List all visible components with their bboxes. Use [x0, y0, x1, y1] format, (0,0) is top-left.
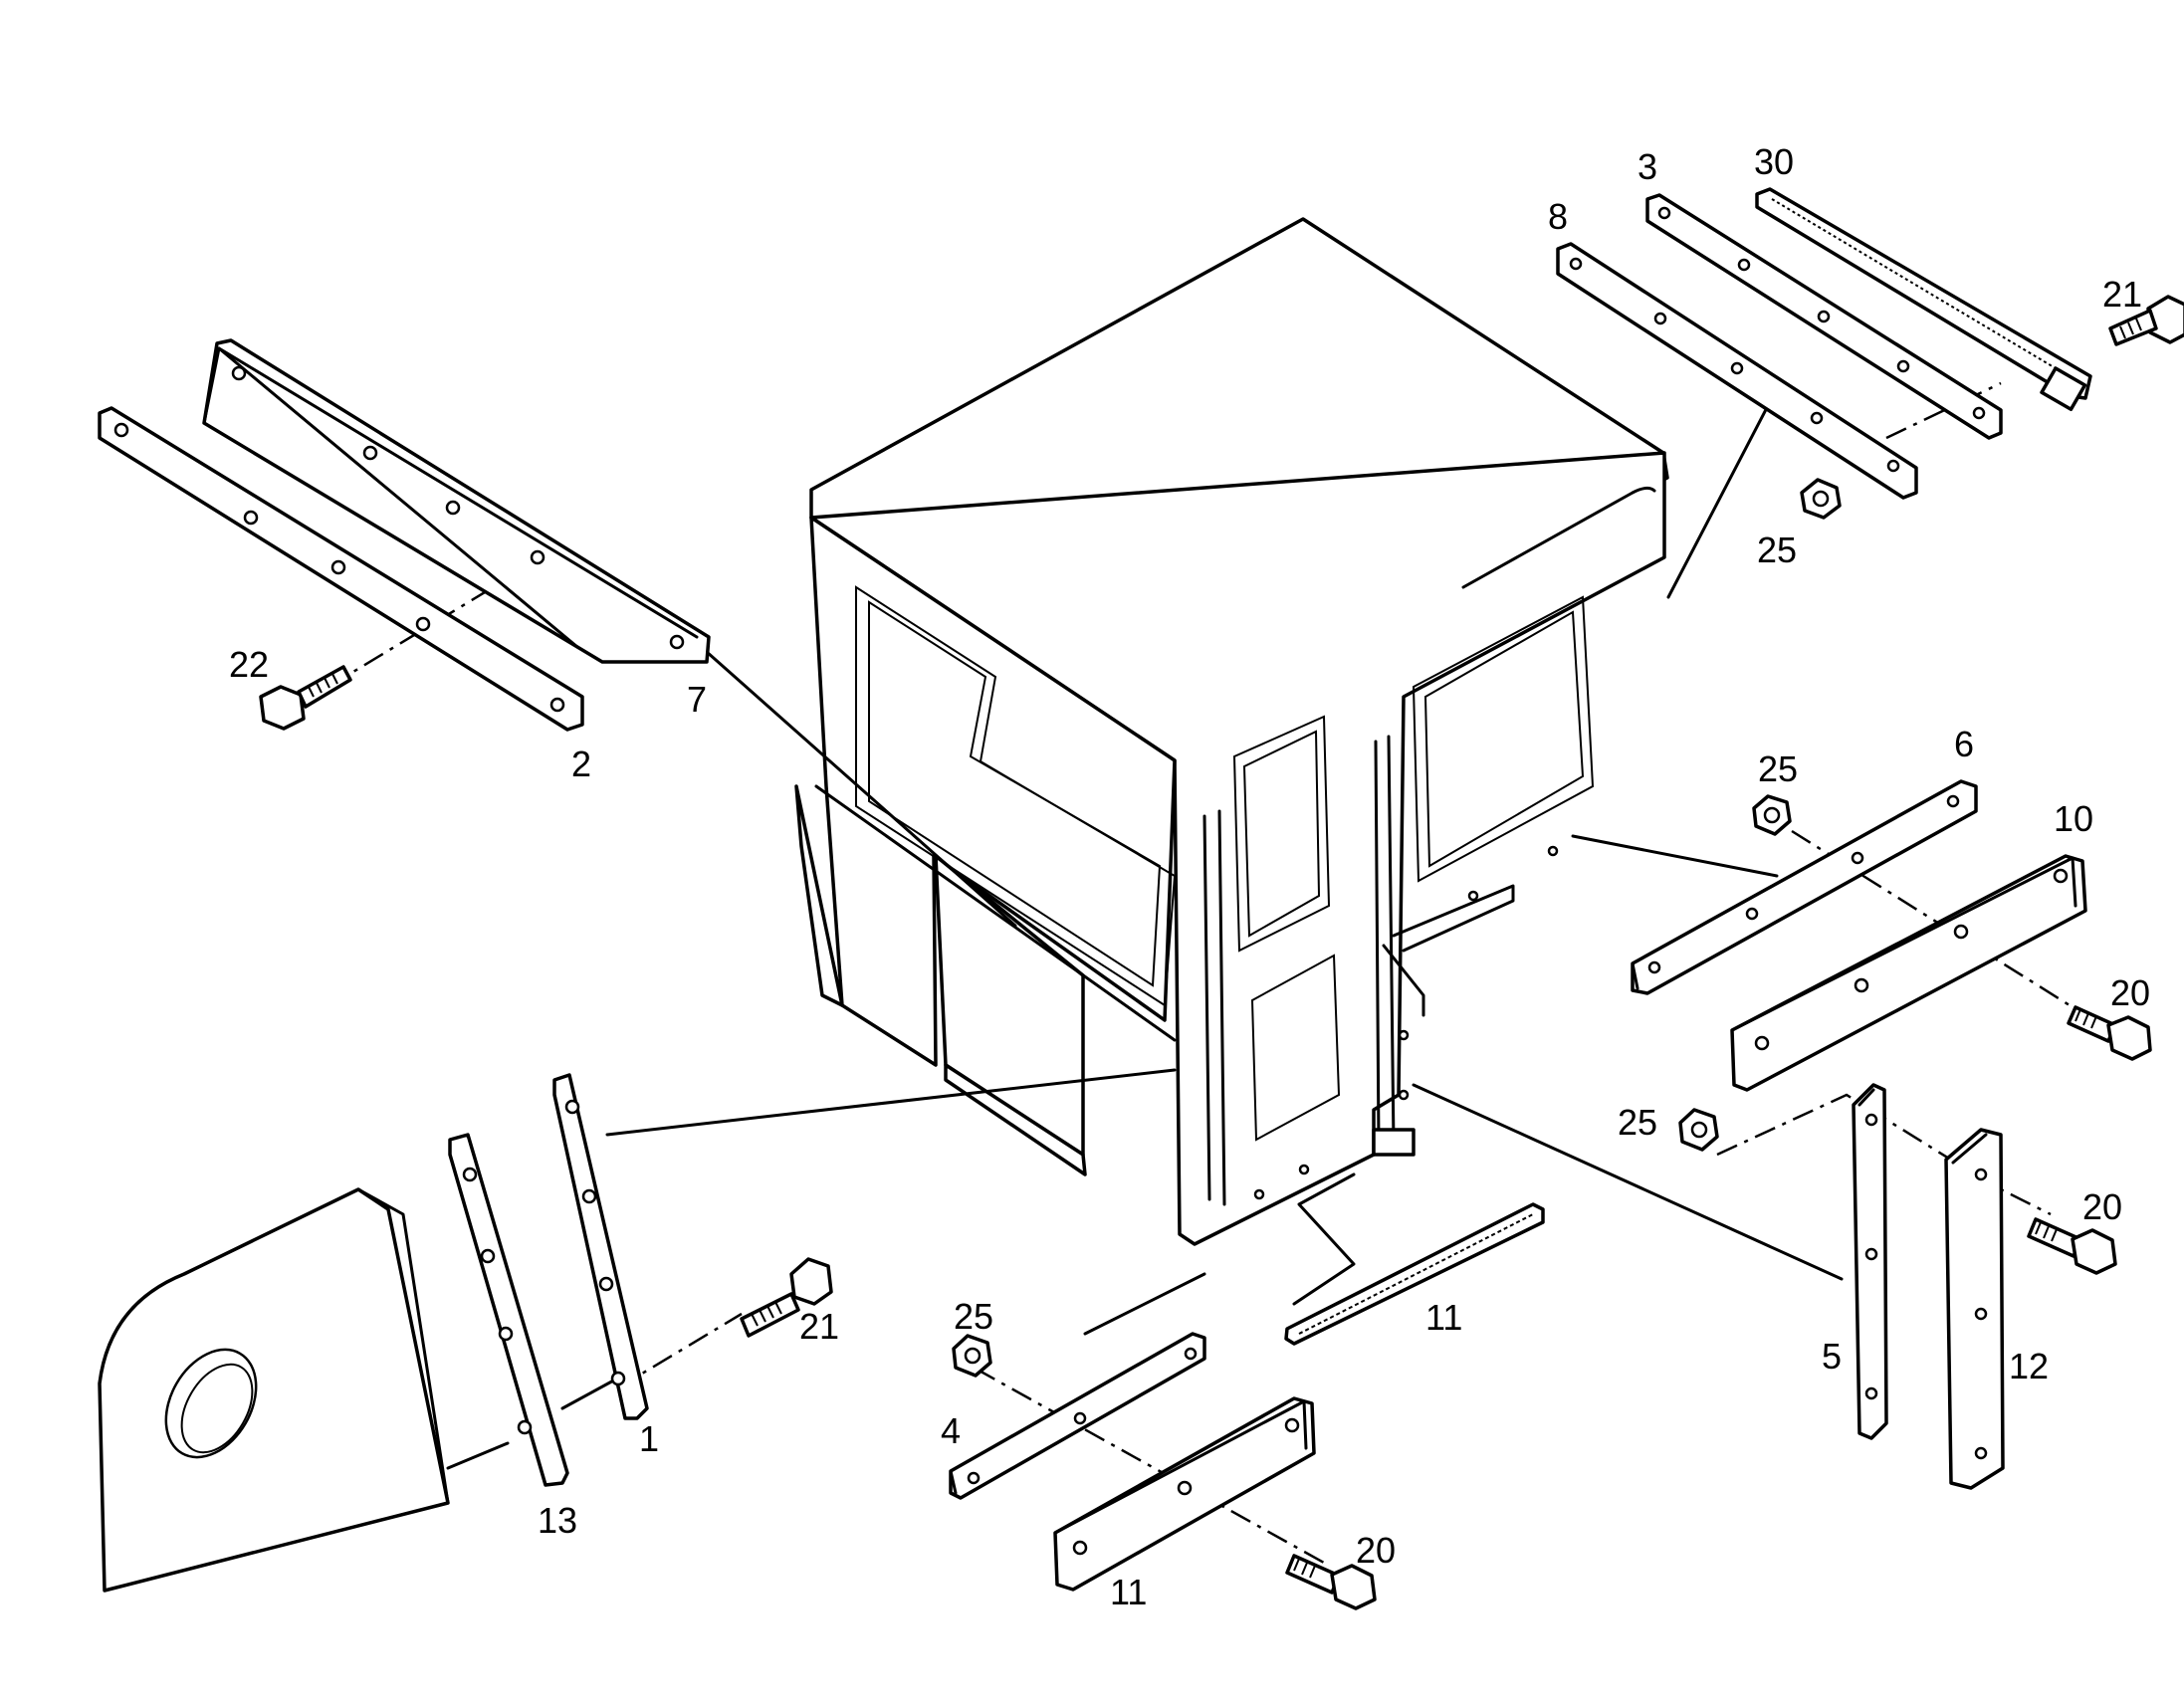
callout-1: 1 — [639, 1418, 659, 1459]
callout-20-right-mid: 20 — [2110, 972, 2150, 1013]
leader-lines — [446, 396, 1844, 1470]
roof-handrail — [1461, 486, 1656, 589]
part-2-strip — [98, 406, 584, 732]
cab-assembly — [794, 217, 1669, 1246]
callout-4: 4 — [941, 1410, 961, 1451]
callout-25-mid: 25 — [1758, 748, 1798, 789]
part-20-bolt-bottom — [1285, 1554, 1377, 1610]
part-25-nut-top — [1800, 478, 1842, 520]
callout-3: 3 — [1638, 146, 1657, 187]
callout-20-bottom: 20 — [1356, 1530, 1396, 1571]
cab-rear-frame — [809, 451, 1666, 1246]
cab-foot-bracket — [1372, 1128, 1416, 1157]
callout-2: 2 — [571, 744, 591, 784]
callout-22: 22 — [229, 644, 269, 685]
cab-front-window — [1232, 715, 1331, 953]
part-5-strip — [1852, 1083, 1888, 1440]
callout-25-top: 25 — [1757, 530, 1797, 570]
callout-8: 8 — [1548, 196, 1568, 237]
cab-left-window — [855, 585, 1177, 1007]
callout-11-bottom: 11 — [1110, 1572, 1147, 1612]
part-30-channel — [1755, 187, 2092, 411]
mounting-bracket-plate — [98, 1187, 450, 1593]
part-20-bolt-right-mid — [2067, 1005, 2152, 1061]
part-7-angle-bracket — [202, 338, 711, 664]
part-25-nut-bottom — [952, 1334, 992, 1378]
part-13-strip — [448, 1133, 569, 1487]
callout-30: 30 — [1754, 141, 1794, 182]
callout-25-right: 25 — [1618, 1102, 1657, 1143]
callout-6: 6 — [1954, 724, 1974, 764]
part-6-strip — [1631, 779, 1978, 995]
part-11-strip-bottom — [1053, 1396, 1316, 1592]
part-22-bolt — [259, 665, 352, 731]
callout-20-right-low: 20 — [2082, 1186, 2122, 1227]
part-25-nut-mid — [1752, 794, 1792, 836]
callout-13: 13 — [538, 1500, 577, 1541]
cab-left-skirt — [794, 784, 844, 1007]
callout-12: 12 — [2009, 1346, 2049, 1386]
part-25-nut-right — [1678, 1108, 1719, 1152]
part-20-bolt-right-low — [2027, 1217, 2117, 1275]
callout-5: 5 — [1822, 1336, 1842, 1377]
part-1-strip — [552, 1073, 649, 1420]
part-10-strip — [1730, 854, 2087, 1092]
callout-21-top: 21 — [2102, 274, 2142, 315]
callout-7: 7 — [687, 679, 707, 720]
cab-right-window — [1412, 595, 1595, 883]
cab-door-window — [1250, 954, 1341, 1142]
callout-10: 10 — [2054, 798, 2093, 839]
callout-11-top: 11 — [1425, 1297, 1462, 1338]
callout-labels: 1 2 3 4 5 6 7 8 10 11 11 12 13 20 20 20 … — [229, 141, 2150, 1612]
part-12-strip — [1944, 1128, 2005, 1490]
part-21-bolt-left — [740, 1257, 833, 1338]
part-3-strip — [1645, 193, 2003, 440]
part-11-channel-top — [1284, 1202, 1545, 1346]
part-21-bolt-top — [2108, 295, 2184, 346]
cab-left-panel — [809, 516, 1177, 1067]
part-4-strip — [949, 1332, 1206, 1500]
callout-21-left: 21 — [799, 1306, 839, 1347]
part-8-strip — [1556, 242, 1918, 500]
callout-25-bottom: 25 — [954, 1296, 993, 1337]
